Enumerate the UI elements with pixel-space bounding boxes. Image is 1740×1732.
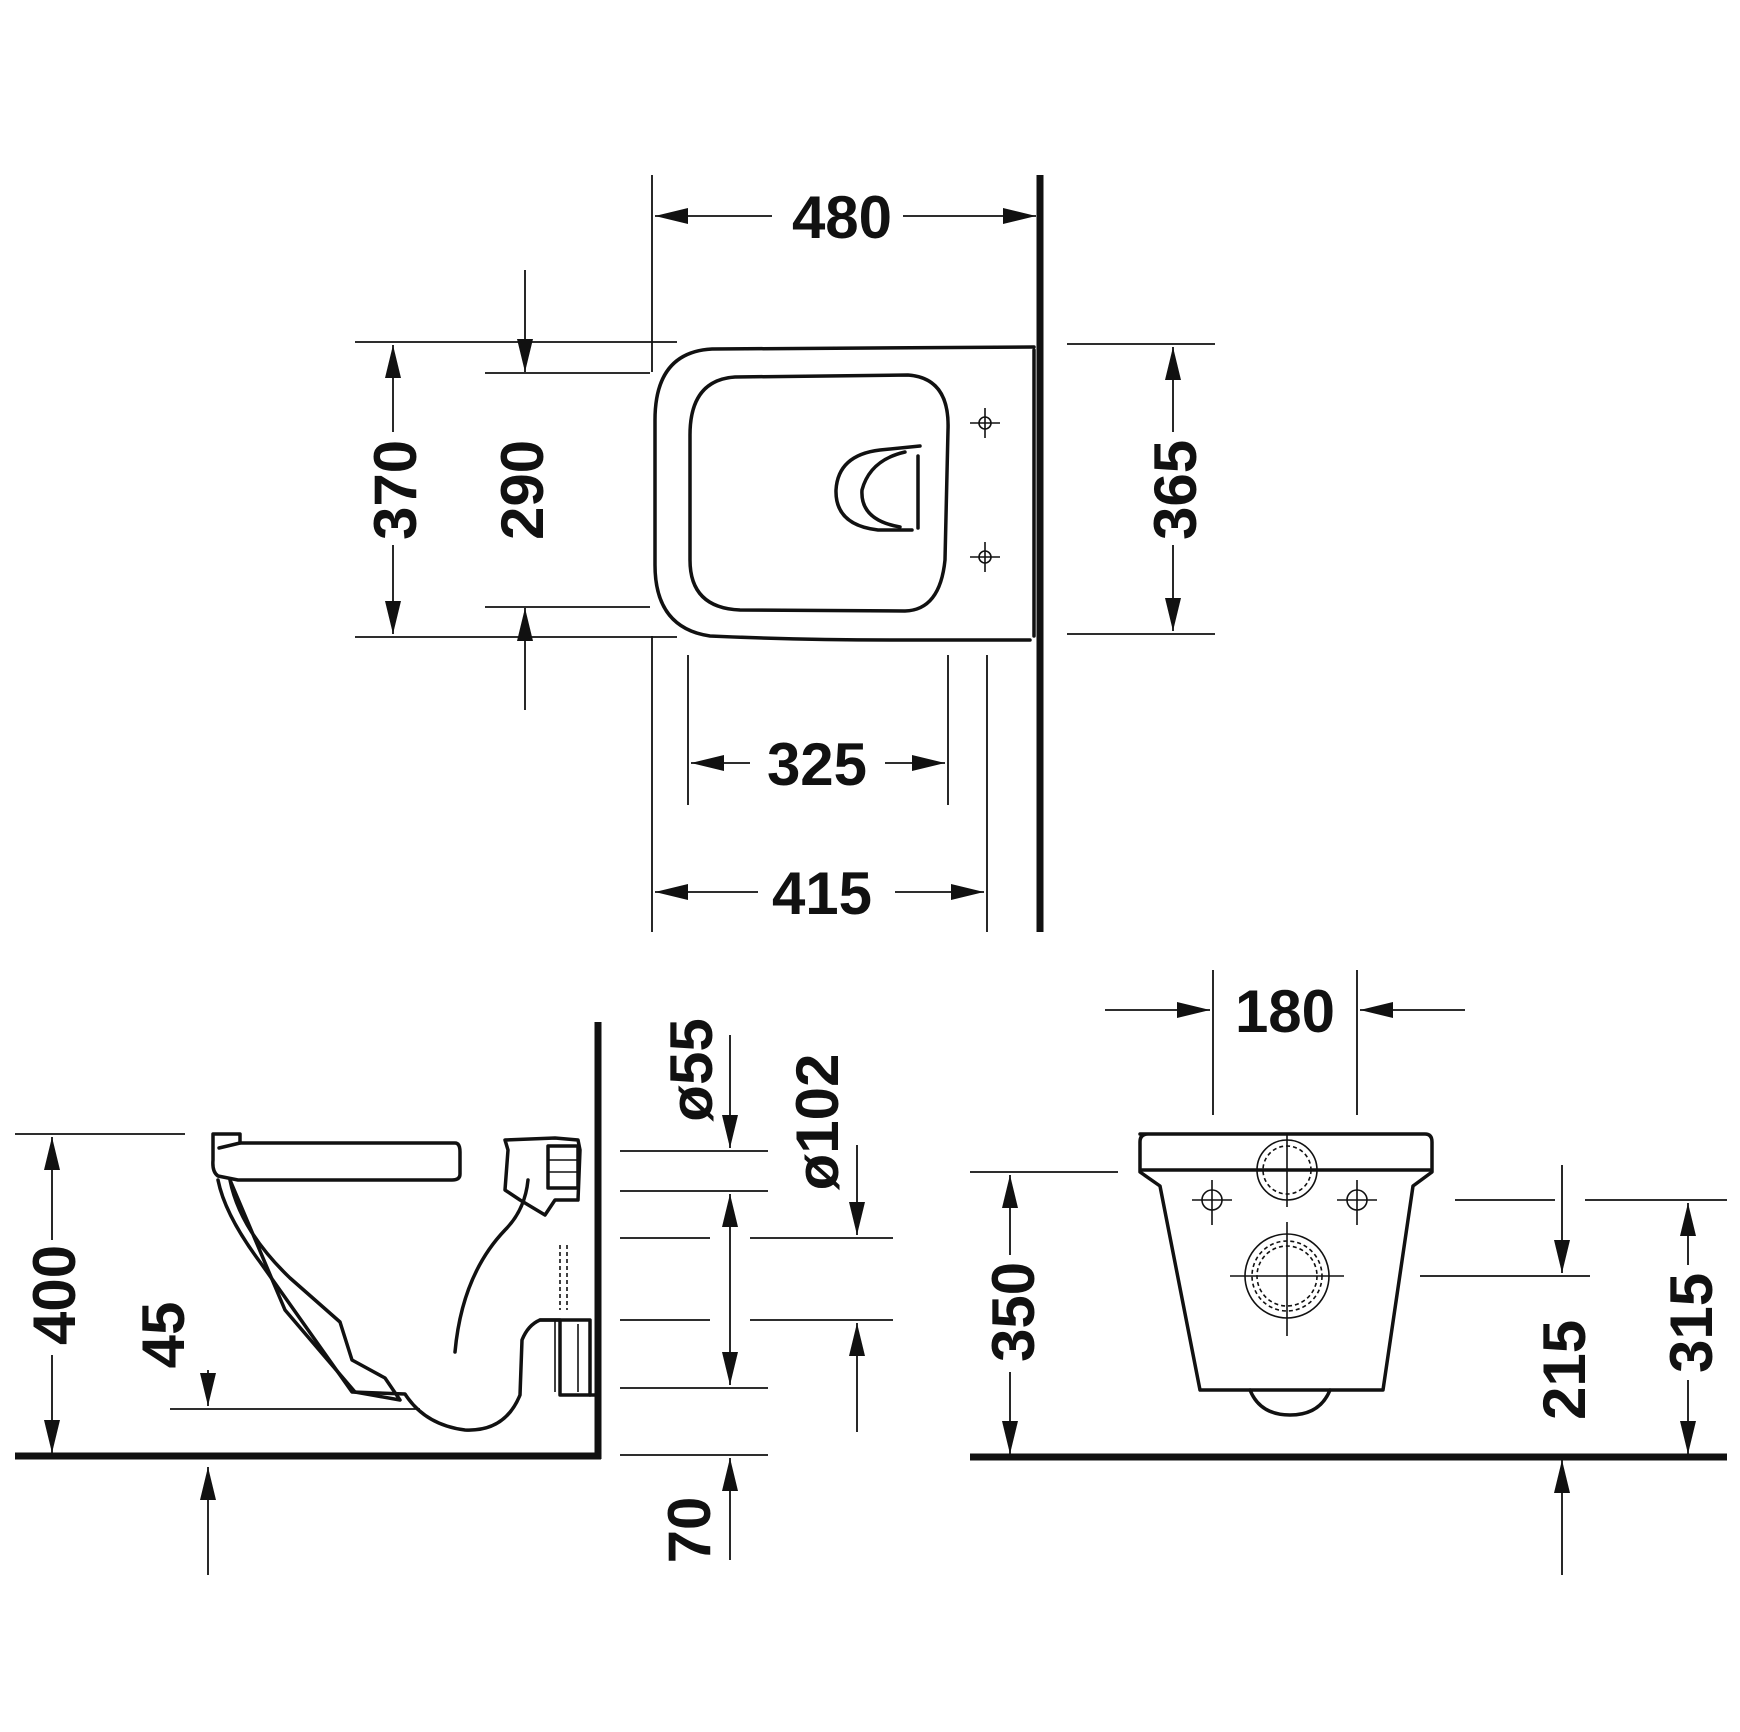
dim-350-label: 350	[980, 1262, 1047, 1362]
outlet-inner	[860, 450, 907, 529]
outlet-shape	[834, 444, 922, 532]
bowl-outline-side	[228, 1178, 402, 1402]
dim-290-label: 290	[489, 440, 556, 540]
dim-325-label: 325	[767, 731, 867, 798]
dim-400-label: 400	[21, 1245, 88, 1345]
dim-365-label: 365	[1142, 440, 1209, 540]
bowl-inner-outline	[688, 373, 950, 613]
flush-inlet-circle	[1250, 1133, 1324, 1207]
dim-45-label: 45	[130, 1302, 197, 1369]
dim-102-label: ø102	[784, 1054, 851, 1191]
waste-connector	[538, 1318, 592, 1397]
fixing-hole-upper	[970, 408, 1000, 438]
dim-480-label: 480	[792, 184, 892, 251]
outlet-foot	[1248, 1388, 1332, 1417]
rear-body-outline	[1138, 1132, 1434, 1392]
fixing-hole-right	[1337, 1180, 1377, 1225]
fixing-hole-left	[1192, 1180, 1232, 1225]
rear-view: 180 350 215 315	[970, 970, 1727, 1575]
bowl-outline-top	[653, 345, 1036, 642]
dim-370-label: 370	[362, 440, 429, 540]
dim-415-label: 415	[772, 860, 872, 927]
dim-55-label: ø55	[658, 1018, 725, 1121]
flush-connector	[546, 1144, 580, 1190]
top-view: 480 370 290 365 325	[355, 175, 1215, 932]
dim-215-label: 215	[1531, 1320, 1598, 1420]
seat-outline-side	[211, 1132, 462, 1182]
dim-315-label: 315	[1658, 1273, 1725, 1373]
dim-70-label: 70	[656, 1497, 723, 1564]
side-view: 400 45 ø55 ø102 70	[15, 1018, 893, 1575]
waste-outlet-circle	[1230, 1222, 1344, 1336]
trap-curve	[453, 1178, 530, 1354]
dim-180-label: 180	[1235, 978, 1335, 1045]
fixing-hole-lower	[970, 542, 1000, 572]
bowl-body-side	[216, 1178, 597, 1432]
rear-fixing-block	[503, 1136, 582, 1217]
